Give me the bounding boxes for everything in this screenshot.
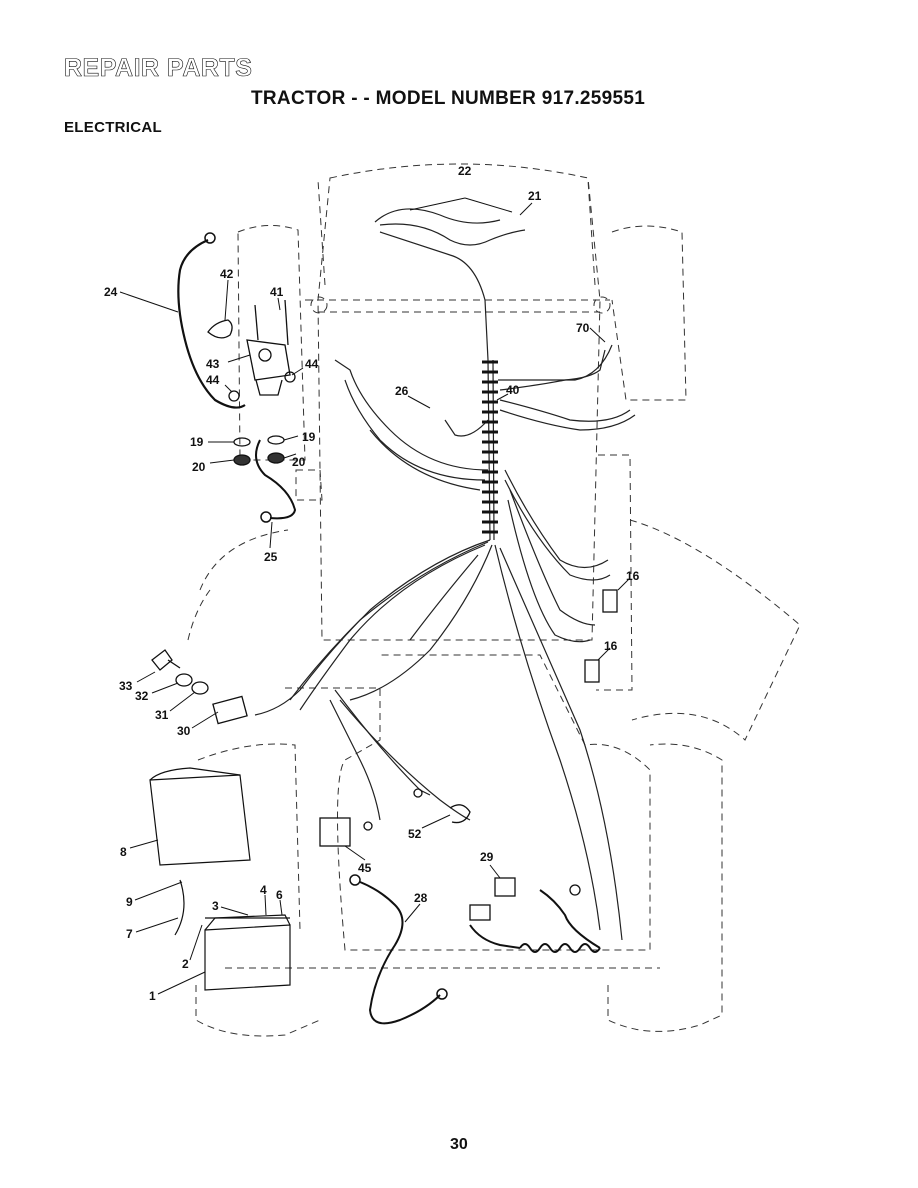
callout-42: 42 xyxy=(220,267,234,281)
callout-4: 4 xyxy=(260,883,267,897)
callout-28: 28 xyxy=(414,891,428,905)
callout-16-lower: 16 xyxy=(604,639,618,653)
callout-16-upper: 16 xyxy=(626,569,640,583)
cable-28-terminal-bottom xyxy=(436,988,448,1000)
callout-1: 1 xyxy=(149,989,156,1003)
callout-20-left: 20 xyxy=(192,460,206,474)
wire-harness xyxy=(254,208,636,941)
connectors-16 xyxy=(584,589,618,683)
tractor-outline xyxy=(187,163,801,1037)
cable-24-terminal xyxy=(204,232,216,244)
callout-44-right: 44 xyxy=(305,357,319,371)
callout-25: 25 xyxy=(264,550,278,564)
solenoid-assembly xyxy=(207,299,296,402)
battery-and-box xyxy=(149,767,291,991)
cable-25-terminal xyxy=(260,511,272,523)
cable-28 xyxy=(359,881,441,1025)
callout-8: 8 xyxy=(120,845,127,859)
callout-45: 45 xyxy=(358,861,372,875)
callout-70: 70 xyxy=(576,321,590,335)
callout-24: 24 xyxy=(104,285,118,299)
coiled-cord xyxy=(469,889,601,953)
callout-labels: 1 2 3 4 6 7 8 9 16 16 19 19 20 20 21 22 … xyxy=(104,164,640,1003)
callout-3: 3 xyxy=(212,899,219,913)
callout-33: 33 xyxy=(119,679,133,693)
callout-19-right: 19 xyxy=(302,430,316,444)
callout-7: 7 xyxy=(126,927,133,941)
leader-lines xyxy=(119,197,631,995)
callout-21: 21 xyxy=(528,189,542,203)
callout-52: 52 xyxy=(408,827,422,841)
misc-components xyxy=(319,788,581,921)
callout-43: 43 xyxy=(206,357,220,371)
section-heading: ELECTRICAL xyxy=(64,119,162,136)
callout-32: 32 xyxy=(135,689,149,703)
callout-26: 26 xyxy=(395,384,409,398)
page-title: REPAIR PARTS xyxy=(64,54,253,83)
callout-22: 22 xyxy=(458,164,472,178)
callout-2: 2 xyxy=(182,957,189,971)
callout-44-left: 44 xyxy=(206,373,220,387)
callout-19-left: 19 xyxy=(190,435,204,449)
callout-29: 29 xyxy=(480,850,494,864)
callout-31: 31 xyxy=(155,708,169,722)
callout-9: 9 xyxy=(126,895,133,909)
callout-30: 30 xyxy=(177,724,191,738)
model-subtitle: TRACTOR - - MODEL NUMBER 917.259551 xyxy=(251,88,646,109)
callout-6: 6 xyxy=(276,888,283,902)
callout-20-right: 20 xyxy=(292,455,306,469)
harness-loom xyxy=(482,360,498,534)
page-number: 30 xyxy=(450,1136,468,1153)
cable-28-terminal-top xyxy=(349,874,361,886)
callout-41: 41 xyxy=(270,285,284,299)
cable-24 xyxy=(177,238,246,409)
cable-25 xyxy=(255,439,297,520)
callout-40: 40 xyxy=(506,383,520,397)
